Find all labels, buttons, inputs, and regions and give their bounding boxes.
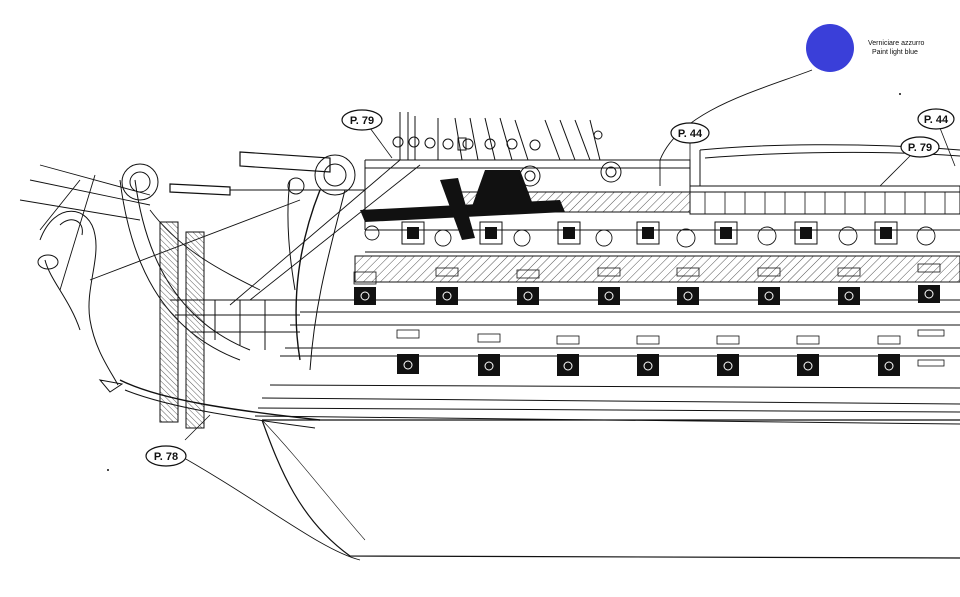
paint-note-italian: Verniciare azzurro [868,40,925,47]
bow-scrollwork [121,154,356,371]
callout-p78: P. 78 [145,445,187,467]
foremast-rigging [392,112,603,161]
upper-gallery-rail [689,144,960,215]
upper-deck-ports [364,221,936,248]
gunports-lower [396,329,945,376]
beakhead-gallery [119,179,321,429]
bowsprit [169,151,331,196]
drawing-marks [107,93,901,471]
callout-leaders [169,127,956,561]
callout-label: P. 79 [350,115,374,127]
bow-rigging [19,159,421,306]
catheads [360,170,565,240]
callout-p44-right: P. 44 [917,108,955,130]
gunports-upper [353,263,941,305]
deck-wheels [519,161,622,187]
callout-label: P. 44 [924,114,949,126]
callout-p79-right: P. 79 [900,136,940,158]
callout-label: P. 78 [154,451,178,463]
upper-hatched-strake [354,255,960,283]
paint-note-english: Paint light blue [872,49,918,56]
callout-p79-left: P. 79 [341,109,383,131]
callout-p44-mid: P. 44 [670,122,710,144]
paint-leader-line [659,69,813,186]
callout-label: P. 44 [678,128,703,140]
figurehead [37,210,124,393]
callout-label: P. 79 [908,142,932,154]
paint-swatch [806,24,854,72]
hull-wales [254,299,960,425]
lower-hull [261,419,960,559]
